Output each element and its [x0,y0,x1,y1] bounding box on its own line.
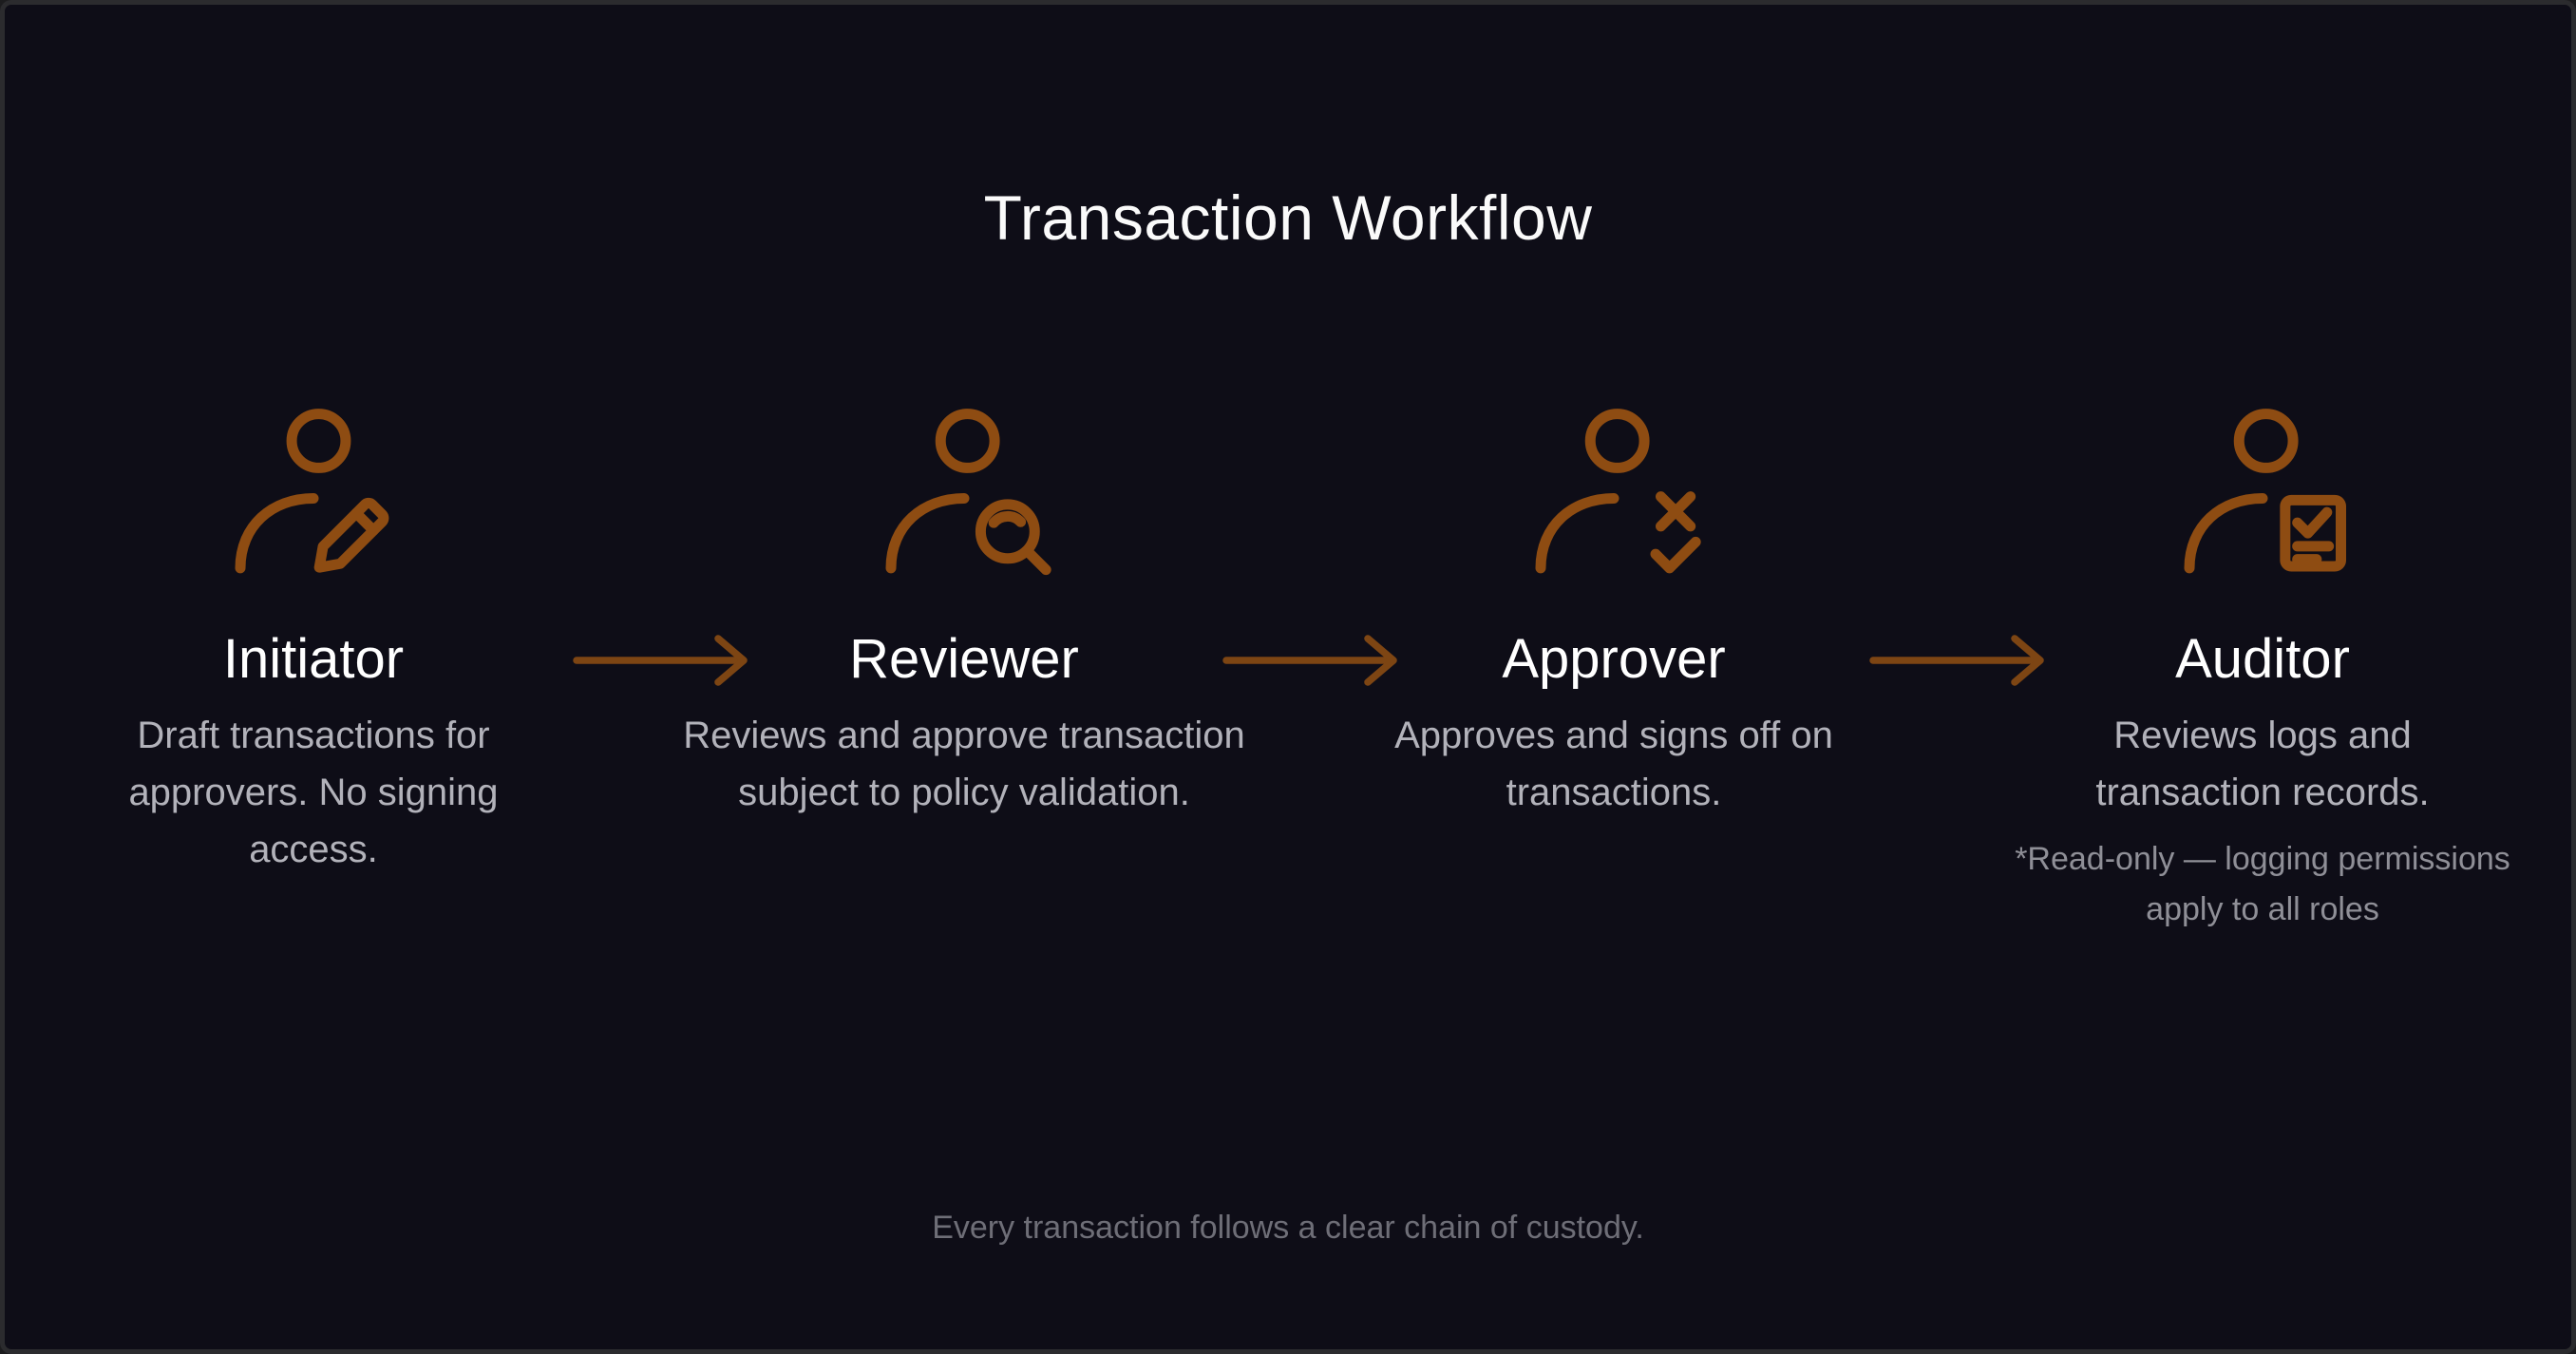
role-description-approver: Approves and signs off on transactions. [1394,715,1833,813]
footer-caption: Every transaction follows a clear chain … [932,1210,1644,1246]
role-name-auditor: Auditor [2175,628,2350,690]
role-column-initiator: Initiator Draft transactions for approve… [28,404,598,878]
page-title: Transaction Workflow [983,182,1593,253]
arrow-right-icon [1222,634,1403,687]
person-search-icon [881,404,1051,576]
person-clipboard-icon [2179,404,2346,574]
arrow-right-icon [1869,634,2050,687]
arrow-right-icon [573,634,753,687]
role-column-auditor: Auditor Reviews logs and transaction rec… [1978,404,2548,935]
role-column-approver: Approver Approves and signs off on trans… [1329,404,1899,821]
role-description-initiator: Draft transactions for approvers. No sig… [128,715,499,870]
person-edit-icon [230,404,397,574]
role-description-reviewer: Reviews and approve transaction subject … [683,715,1245,813]
role-description-auditor: Reviews logs and transaction records. [2095,715,2430,813]
role-name-initiator: Initiator [222,628,405,690]
person-check-x-icon [1530,404,1701,574]
role-name-approver: Approver [1502,628,1726,690]
role-note-auditor: *Read-only — logging permissions apply t… [2015,841,2510,927]
role-name-reviewer: Reviewer [849,628,1079,690]
role-column-reviewer: Reviewer Reviews and approve transaction… [679,404,1249,821]
